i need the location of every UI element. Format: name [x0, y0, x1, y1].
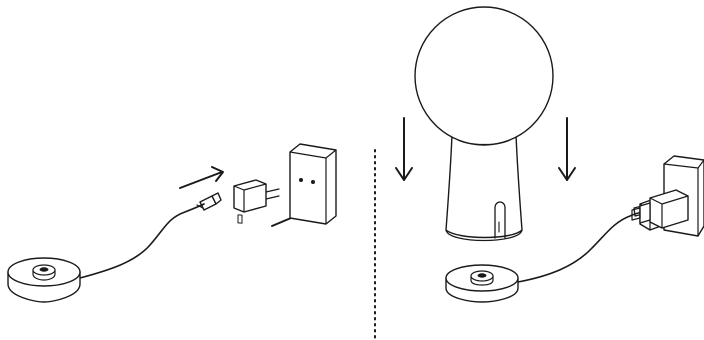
right-panel	[395, 6, 704, 303]
charging-base-right	[445, 264, 519, 303]
arrow-lamp-down-left	[395, 117, 413, 181]
wall-socket-left	[289, 143, 337, 225]
usb-plug-left	[196, 192, 222, 211]
left-panel	[7, 143, 337, 303]
usb-cable-right	[517, 211, 643, 283]
lamp-body	[445, 133, 523, 242]
arrow-cable-to-adapter	[179, 166, 224, 189]
lamp-globe	[414, 6, 554, 146]
globe-neck	[457, 139, 511, 146]
arrow-lamp-down-right	[558, 117, 576, 181]
wall-socket-right	[631, 155, 704, 237]
charging-base-left	[7, 257, 81, 303]
usb-cable-left	[79, 203, 205, 279]
power-adapter-left	[233, 179, 280, 224]
